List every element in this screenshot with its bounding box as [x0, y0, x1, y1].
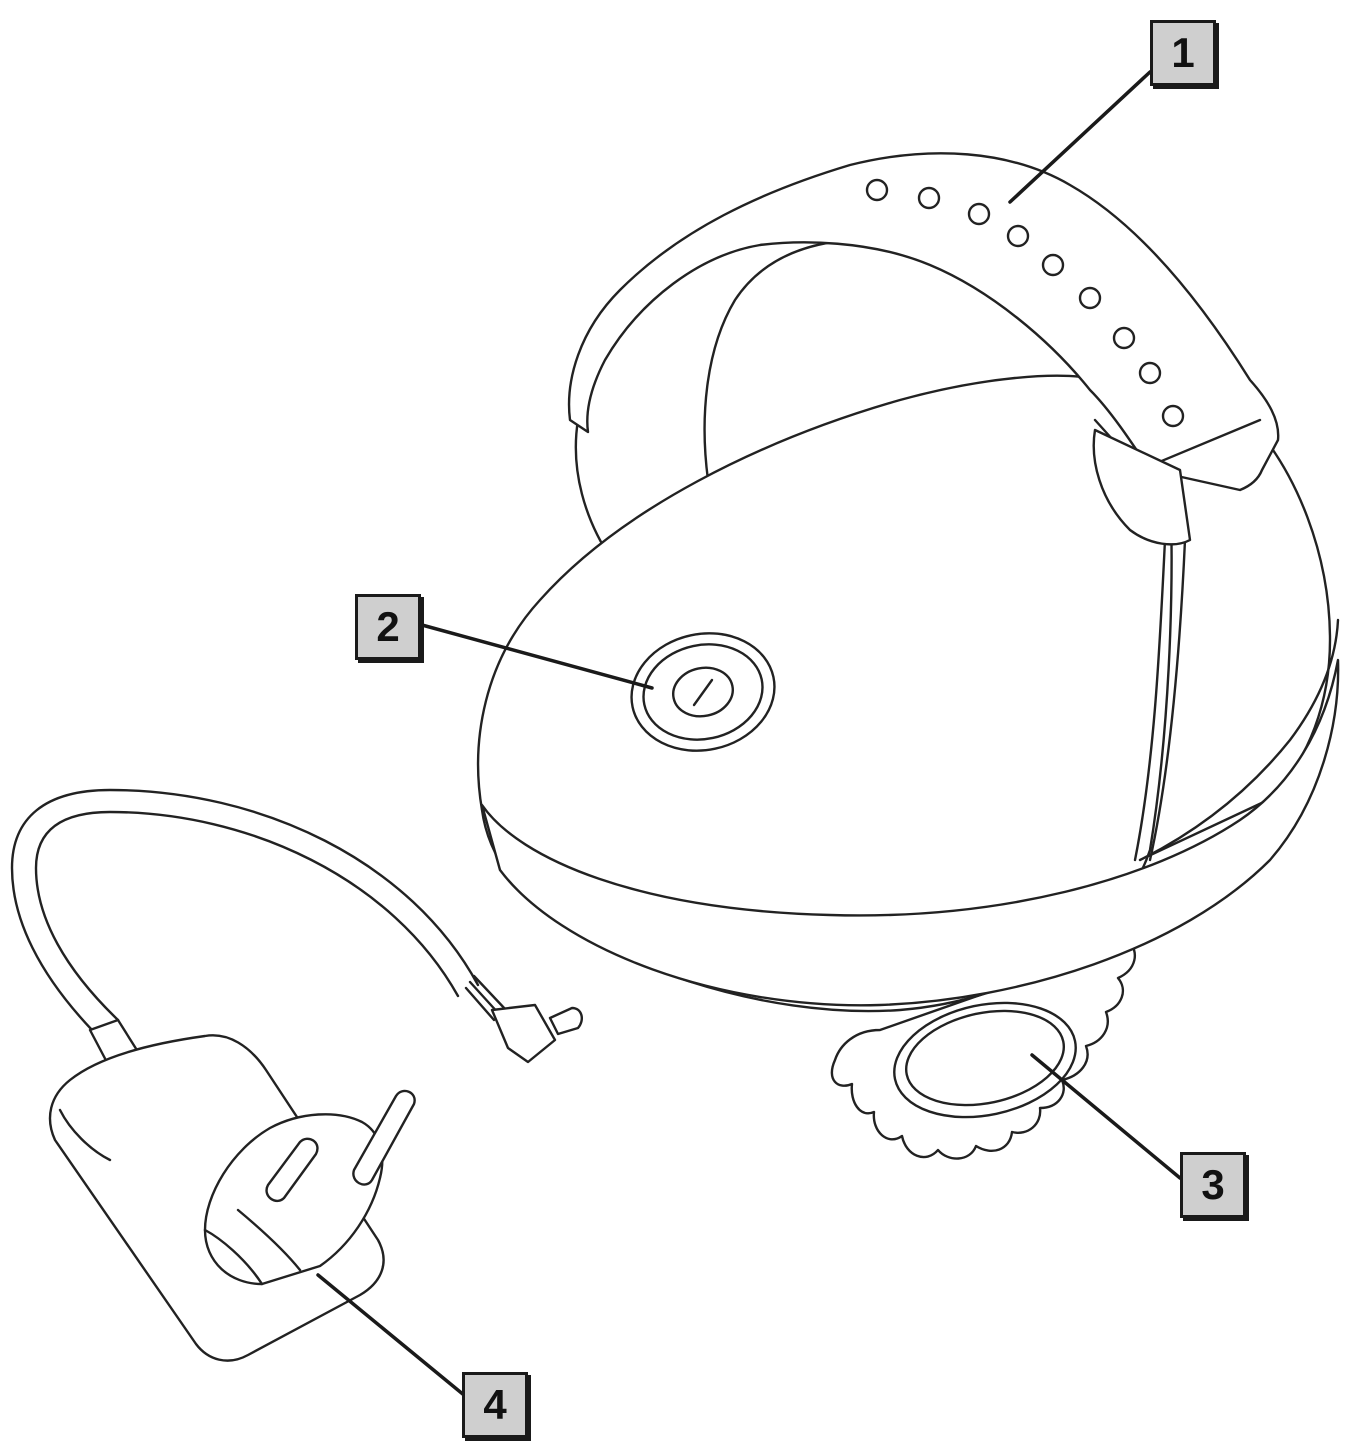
plug-pin-2	[352, 1089, 416, 1186]
adapter-cable	[10, 788, 480, 1032]
leader-line-3	[1030, 1053, 1182, 1180]
power-adapter	[10, 788, 584, 1362]
base-rim	[480, 658, 1340, 1007]
leader-line-1	[1008, 70, 1152, 204]
strap-band	[567, 152, 1280, 492]
callout-4: 4	[462, 1372, 528, 1438]
strap-hole	[1041, 253, 1065, 277]
strap-hole	[1112, 326, 1136, 350]
power-symbol-icon	[692, 678, 714, 707]
strap-hole	[967, 202, 991, 226]
leader-line-2	[420, 623, 654, 690]
plug-pin-1	[265, 1137, 319, 1203]
brush-head	[830, 938, 1137, 1160]
strap-hole	[1138, 361, 1162, 385]
leader-line-4	[316, 1273, 472, 1402]
strap-hole	[917, 186, 941, 210]
strap-hole	[1078, 286, 1102, 310]
strap	[567, 152, 1280, 546]
strap-hole	[1006, 224, 1030, 248]
callout-2: 2	[355, 594, 421, 660]
callout-1: 1	[1150, 20, 1216, 86]
strap-hole	[865, 178, 889, 202]
dc-jack-plug	[490, 1003, 557, 1064]
strap-hole	[1161, 404, 1185, 428]
callout-3: 3	[1180, 1152, 1246, 1218]
